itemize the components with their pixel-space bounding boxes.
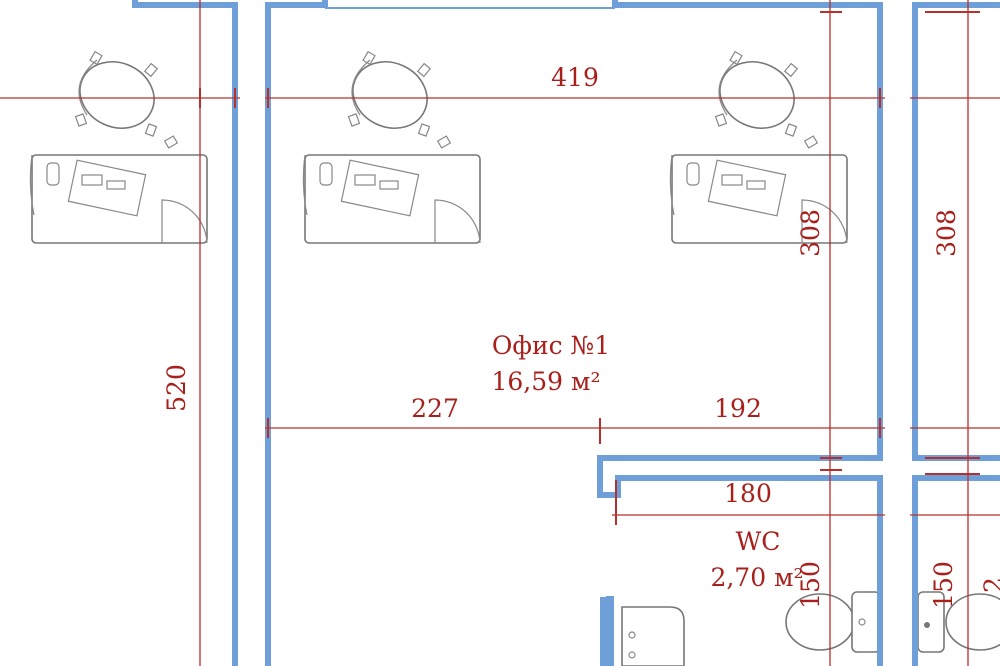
workstation-desk-center [302,49,481,244]
dim-right-segment: 192 [714,394,762,423]
walls [132,0,1000,666]
dim-neighbor-wc-depth: 150 [929,561,958,609]
room-area-office: 16,59 м² [492,367,601,396]
labels: 419 227 192 180 520 308 308 150 150 2 Оф… [162,63,1000,609]
dim-office-depth: 308 [796,209,825,257]
toilet-icon [785,591,881,653]
workstation-desk-left [29,49,208,244]
sink-icon [621,606,685,666]
dim-left-segment: 227 [411,394,459,423]
toilet-icon-neighbor [917,591,1000,653]
dim-left-height: 520 [162,364,191,412]
room-area-wc: 2,70 м² [710,563,803,592]
room-name-office: Офис №1 [492,331,610,360]
furniture [29,49,1000,666]
dim-neighbor-partial: 2 [979,577,1000,593]
room-name-wc: WC [736,527,781,556]
dim-neighbor-depth: 308 [932,209,961,257]
dim-wc-depth: 150 [796,561,825,609]
dim-office-width: 419 [551,63,599,92]
dim-wc-width: 180 [724,479,772,508]
